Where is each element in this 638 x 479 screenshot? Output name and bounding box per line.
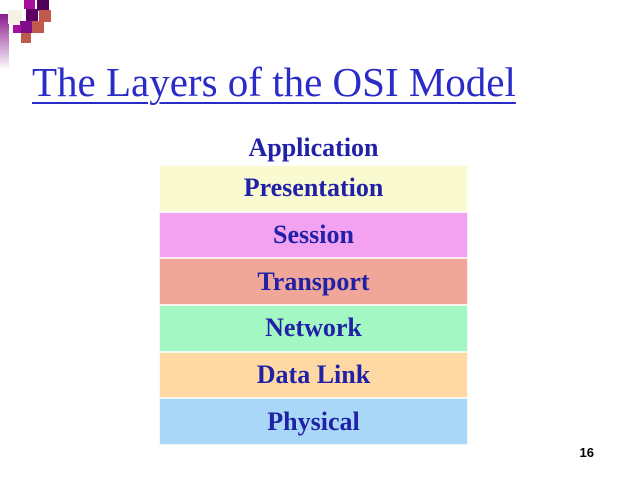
logo-square: [13, 25, 21, 33]
osi-layer-label: Application: [248, 133, 379, 162]
logo-square: [32, 21, 44, 33]
page-number: 16: [579, 445, 594, 460]
logo-gradient-bar: [0, 14, 9, 70]
osi-layer-presentation: Presentation: [159, 165, 468, 212]
page-title: The Layers of the OSI Model: [32, 59, 516, 105]
osi-layer-physical: Physical: [159, 398, 468, 446]
logo-square: [26, 9, 38, 21]
logo-square: [39, 10, 51, 22]
osi-layer-application: Application: [159, 131, 468, 165]
osi-layer-session: Session: [159, 211, 468, 259]
osi-layer-label: Presentation: [243, 173, 384, 203]
osi-layer-label: Transport: [257, 266, 370, 296]
logo-square: [37, 0, 49, 11]
osi-layer-network: Network: [159, 305, 468, 352]
logo-square: [20, 21, 32, 33]
logo-square: [8, 10, 22, 24]
osi-layer-label: Data Link: [256, 360, 371, 390]
osi-layer-datalink: Data Link: [159, 351, 468, 399]
osi-layer-transport: Transport: [159, 258, 468, 306]
osi-layer-label: Session: [273, 220, 354, 250]
osi-layer-stack: Application Presentation Session Transpo…: [159, 131, 468, 446]
template-logo: [0, 0, 60, 120]
logo-square: [21, 33, 31, 43]
logo-square: [24, 0, 35, 9]
osi-layer-label: Network: [265, 313, 362, 343]
osi-layer-label: Physical: [267, 406, 360, 436]
